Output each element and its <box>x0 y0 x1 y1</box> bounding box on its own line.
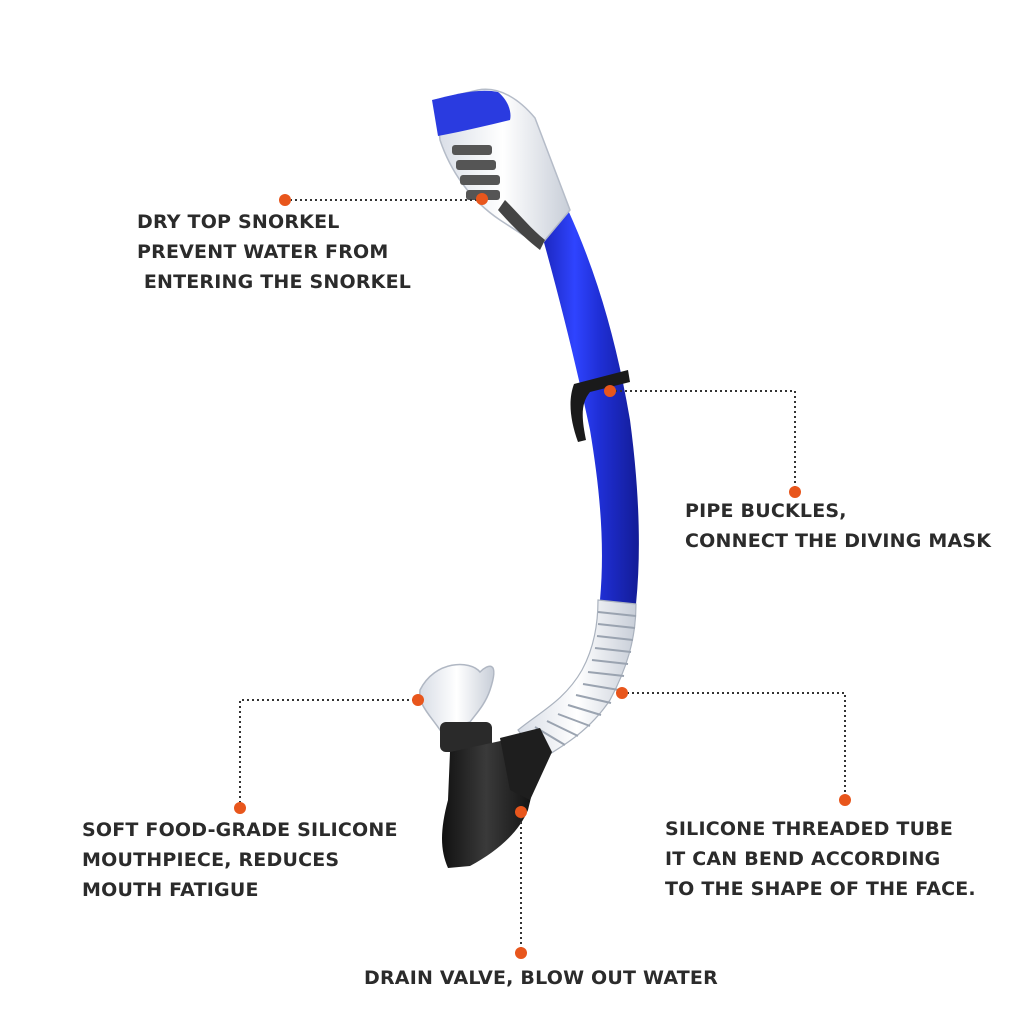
callout-mouthpiece: SOFT FOOD-GRADE SILICONE MOUTHPIECE, RED… <box>82 815 398 905</box>
callout-line: PIPE BUCKLES, <box>685 500 847 522</box>
callout-dry-top: DRY TOP SNORKEL PREVENT WATER FROM ENTER… <box>137 207 411 297</box>
callout-line: PREVENT WATER FROM <box>137 241 389 263</box>
callout-line: IT CAN BEND ACCORDING <box>665 848 941 870</box>
callout-line: ENTERING THE SNORKEL <box>137 271 412 293</box>
callout-threaded-tube: SILICONE THREADED TUBE IT CAN BEND ACCOR… <box>665 814 976 904</box>
callout-line: DRAIN VALVE, BLOW OUT WATER <box>364 967 718 989</box>
pipe-buckle <box>570 370 630 442</box>
callout-line: DRY TOP SNORKEL <box>137 211 340 233</box>
snorkel-tube <box>540 210 639 604</box>
callout-line: MOUTH FATIGUE <box>82 879 259 901</box>
callout-line: SOFT FOOD-GRADE SILICONE <box>82 819 398 841</box>
mouthpiece <box>419 663 495 731</box>
callout-line: TO THE SHAPE OF THE FACE. <box>665 878 976 900</box>
callout-dots <box>234 193 851 959</box>
threaded-tube <box>517 599 637 761</box>
callout-line: SILICONE THREADED TUBE <box>665 818 954 840</box>
callout-line: CONNECT THE DIVING MASK <box>685 530 992 552</box>
callout-pipe-buckles: PIPE BUCKLES, CONNECT THE DIVING MASK <box>685 496 991 556</box>
leader-lines <box>239 199 846 953</box>
callout-line: MOUTHPIECE, REDUCES <box>82 849 340 871</box>
callout-drain-valve: DRAIN VALVE, BLOW OUT WATER <box>364 963 718 993</box>
